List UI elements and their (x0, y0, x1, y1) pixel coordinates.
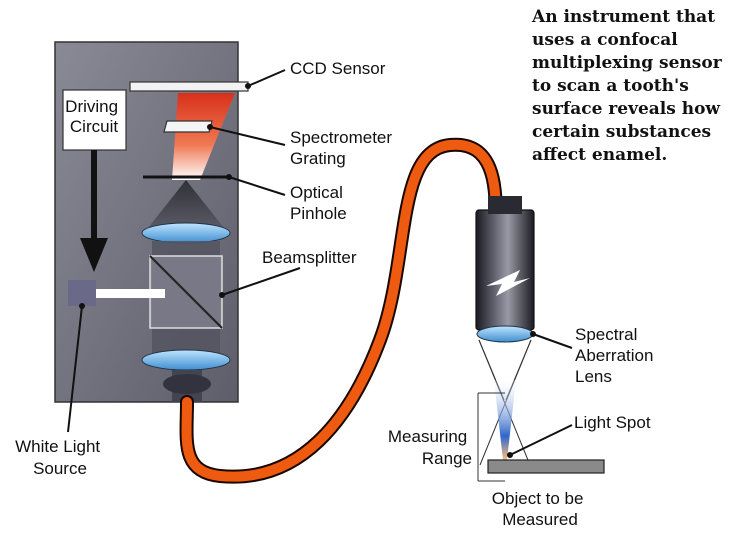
leader-lens (532, 333, 573, 349)
light-spot-label: Light Spot (574, 413, 651, 432)
measuring-range-label: Measuring Range (388, 427, 472, 468)
leader-pinhole (228, 176, 286, 196)
aberration-lens (476, 325, 534, 343)
focus-cone (148, 180, 224, 228)
light-spot-beam (494, 380, 516, 460)
leader-beamsplitter (221, 267, 301, 296)
driving-circuit-box (62, 89, 127, 151)
probe-break-mark (486, 270, 530, 296)
ccd-sensor-bar (129, 81, 249, 92)
upper-lens (141, 222, 231, 244)
lower-lens (141, 349, 231, 371)
leader-dot (245, 83, 251, 89)
diffracted-beam (172, 93, 235, 180)
leader-grating (209, 126, 286, 146)
spectrometer-grating (163, 120, 213, 133)
leader-dot (219, 292, 225, 298)
optical-pinhole-label: Optical Pinhole (290, 183, 348, 223)
driving-arrow-head (80, 238, 108, 272)
source-light-beam (95, 289, 165, 298)
object-plate (487, 459, 605, 474)
white-light-source-label: White Light Source (15, 437, 105, 478)
spectral-aberration-lens-label: Spectral Aberration Lens (575, 325, 658, 386)
beamsplitter-diagonal (149, 255, 223, 329)
caption-text: An instrument that uses a confocal multi… (531, 7, 728, 165)
optical-fiber-core (181, 139, 501, 482)
object-to-be-measured-label: Object to be Measured (492, 489, 588, 529)
leader-dot (507, 452, 513, 458)
driving-circuit-label: Driving Circuit (65, 97, 123, 136)
leader-spot (509, 424, 573, 456)
spectrometer-grating-label: Spectrometer Grating (290, 128, 397, 168)
leader-ccd (247, 69, 286, 87)
leader-dot (530, 331, 536, 337)
beamsplitter-label: Beamsplitter (262, 248, 357, 267)
leader-dot (226, 174, 232, 180)
leader-dot (79, 303, 85, 309)
leader-source (67, 305, 83, 433)
probe-cap (488, 196, 522, 214)
probe-body (475, 209, 535, 331)
white-light-source (68, 280, 96, 306)
connector-nut (163, 374, 211, 394)
ccd-sensor-label: CCD Sensor (290, 59, 386, 78)
leader-dot (207, 124, 213, 130)
